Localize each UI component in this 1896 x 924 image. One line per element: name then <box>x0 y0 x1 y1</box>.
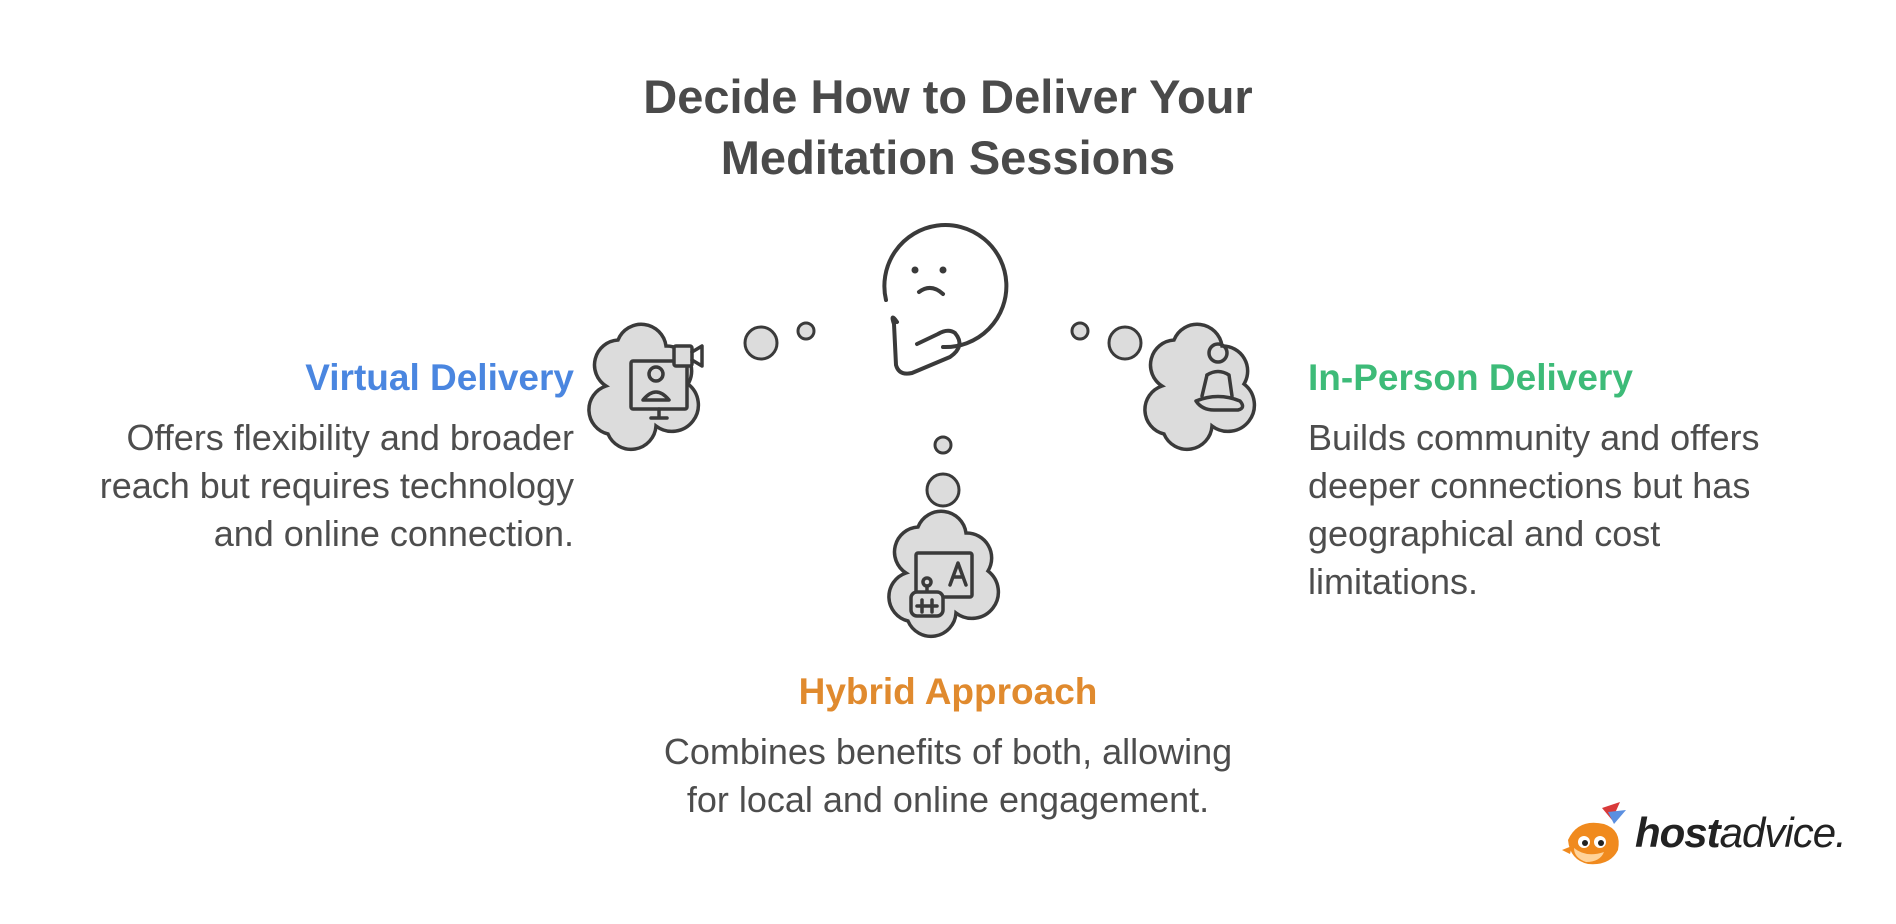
logo-wordmark: hostadvice. <box>1635 808 1847 858</box>
hybrid-cloud <box>887 509 1001 639</box>
inperson-delivery-description: Builds community and offers deeper conne… <box>1308 417 1760 602</box>
hostadvice-logo: hostadvice. <box>1560 800 1850 870</box>
virtual-cloud <box>587 322 704 452</box>
logo-wordmark-bold: host <box>1635 809 1721 856</box>
logo-wordmark-light: advice. <box>1719 809 1847 856</box>
presenter-board-icon <box>909 551 974 618</box>
hybrid-approach-title: Hybrid Approach <box>798 671 1098 712</box>
inperson-delivery-title: In-Person Delivery <box>1308 357 1633 398</box>
cloud-shape <box>587 322 701 452</box>
thought-dots <box>743 321 1143 508</box>
video-call-monitor-icon <box>629 344 704 420</box>
cloud-shape <box>887 509 1001 639</box>
page-title: Decide How to Deliver Your Meditation Se… <box>643 70 1253 184</box>
cloud-shape <box>1143 322 1257 452</box>
inperson-cloud <box>1143 322 1257 452</box>
virtual-delivery-title: Virtual Delivery <box>305 357 574 398</box>
virtual-delivery-description: Offers flexibility and broader reach but… <box>99 417 574 554</box>
fox-mascot-icon <box>1562 802 1626 865</box>
meditating-person-icon <box>1194 342 1245 412</box>
hybrid-approach-description: Combines benefits of both, allowing for … <box>663 731 1233 820</box>
thinking-face-icon <box>882 223 1009 376</box>
